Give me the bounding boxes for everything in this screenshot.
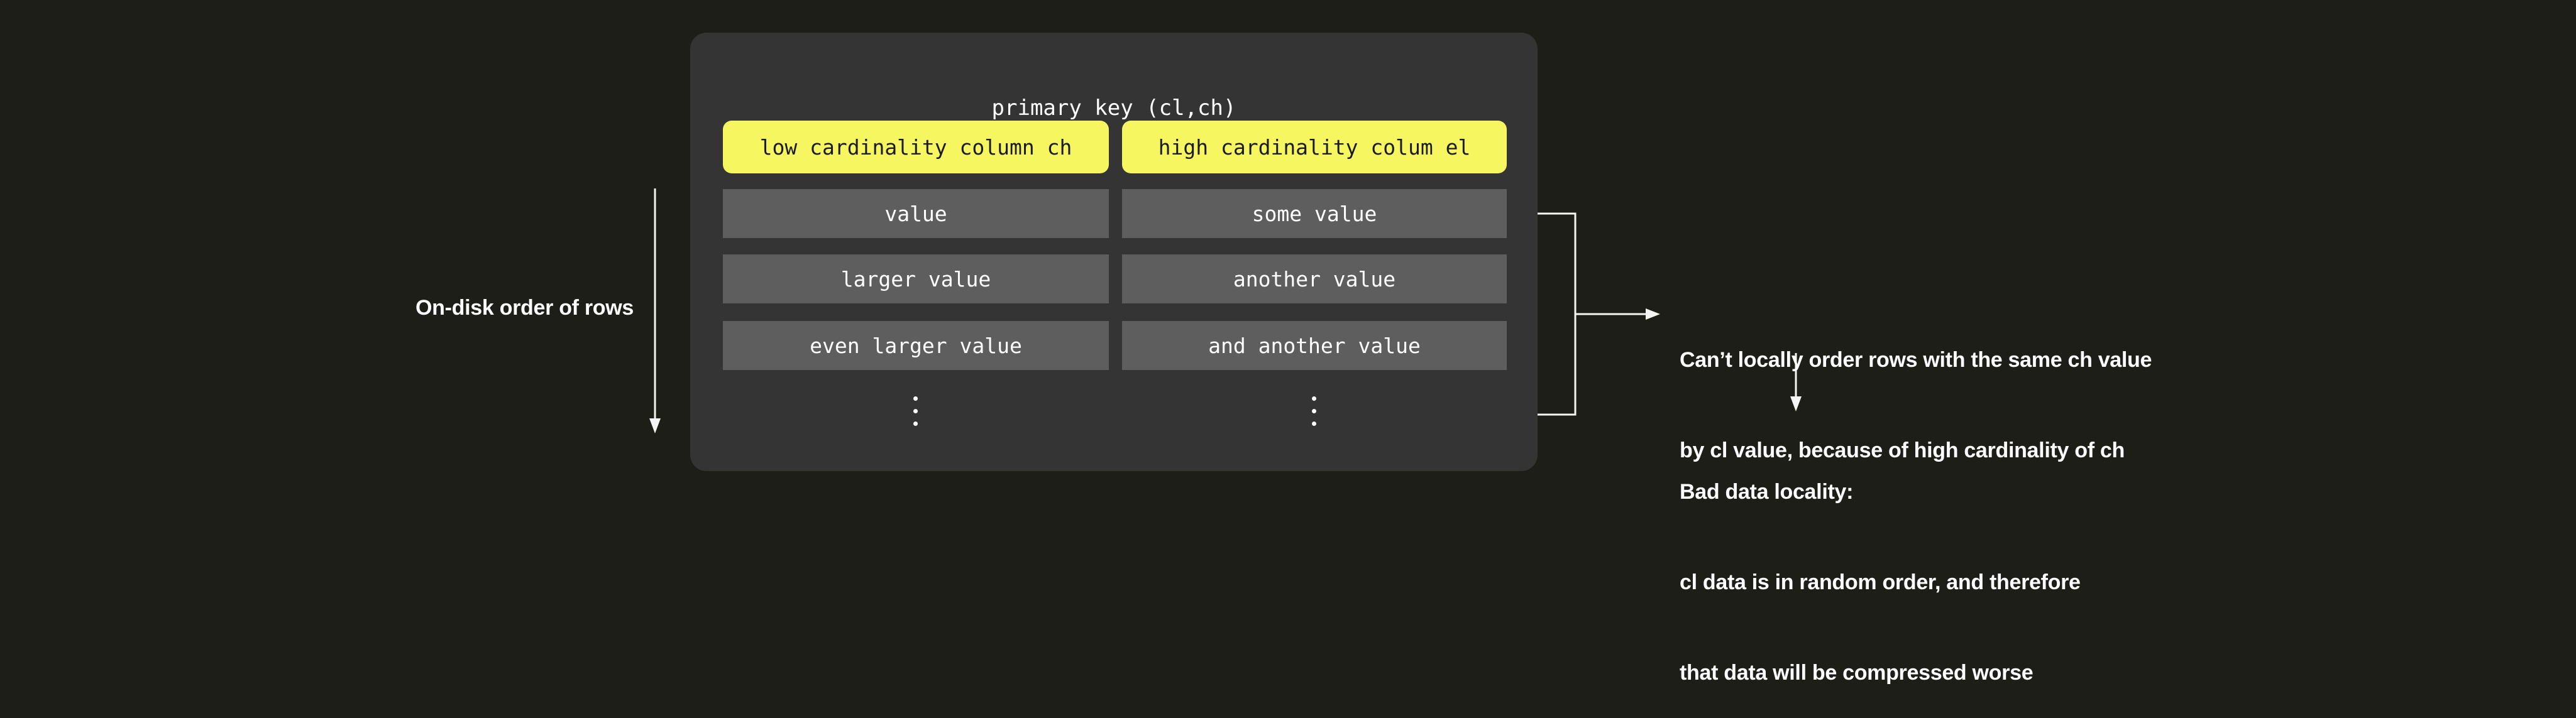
panel-title: primary key (cl,ch) (991, 95, 1236, 121)
vertical-ellipsis-icon (1312, 396, 1317, 426)
vertical-ellipsis-icon (913, 396, 918, 426)
primary-key-panel: primary key (cl,ch) low cardinality colu… (690, 33, 1538, 471)
data-locality-note: Bad data locality: cl data is in random … (1680, 416, 2081, 718)
table-cell: and another value (1122, 321, 1507, 370)
data-locality-note-line3: that data will be compressed worse (1680, 661, 2034, 685)
cardinality-note-line1: Can’t locally order rows with the same c… (1680, 348, 2152, 372)
bracket-right-arrow-icon (1575, 308, 1660, 320)
cardinality-note-line2: by cl value, because of high cardinality… (1680, 438, 2125, 462)
table-cell: larger value (723, 254, 1109, 303)
column-header-low-cardinality: low cardinality column ch (723, 121, 1109, 173)
table-cell: some value (1122, 189, 1507, 238)
data-locality-note-line2: cl data is in random order, and therefor… (1680, 570, 2081, 594)
on-disk-order-down-arrow-icon (649, 188, 661, 433)
table-cell: even larger value (723, 321, 1109, 370)
column-header-high-cardinality: high cardinality colum el (1122, 121, 1507, 173)
cardinality-note: Can’t locally order rows with the same c… (1680, 285, 2152, 496)
table-cell: value (723, 189, 1109, 238)
data-locality-note-line1: Bad data locality: (1680, 480, 1854, 504)
on-disk-order-label: On-disk order of rows (416, 296, 634, 320)
table-cell: another value (1122, 254, 1507, 303)
